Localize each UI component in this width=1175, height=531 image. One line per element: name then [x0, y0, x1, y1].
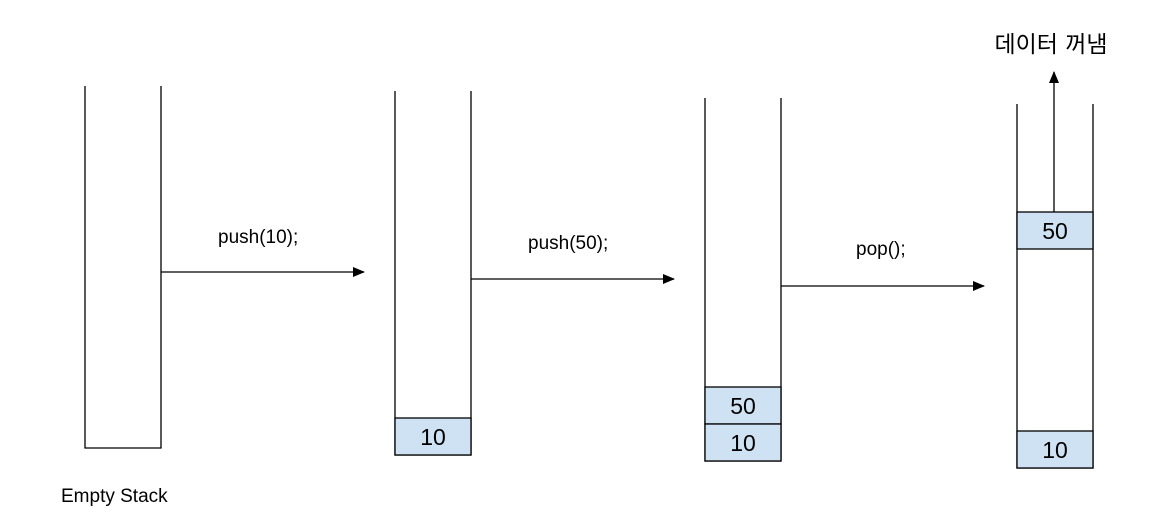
stack-cell: [704, 423, 782, 462]
stack-cell-value: 50: [730, 393, 756, 419]
operation-label: push(50);: [528, 233, 608, 254]
stack-cell-value: 10: [420, 424, 446, 450]
stack-cell: [1016, 430, 1094, 469]
stack-container: [84, 86, 162, 449]
stack-empty: [84, 86, 162, 449]
stack-container: [1016, 104, 1094, 469]
stack-after-push-50: 50 10: [704, 98, 782, 462]
stack-cell-value: 10: [730, 430, 756, 456]
stack-cell: [704, 386, 782, 425]
stack-cell-value: 10: [1042, 437, 1068, 463]
operation-label: push(10);: [218, 227, 298, 248]
stack-after-push-10: 10: [394, 91, 472, 456]
popped-cell: [1016, 211, 1094, 250]
popped-data-label: 데이터 꺼냄: [994, 32, 1107, 58]
empty-stack-label: Empty Stack: [61, 486, 168, 507]
stack-after-pop: 50 10: [1016, 104, 1094, 469]
operation-label: pop();: [856, 239, 906, 260]
stack-container: [394, 91, 472, 456]
stack-cell: [394, 417, 472, 456]
popped-cell-value: 50: [1042, 218, 1068, 244]
